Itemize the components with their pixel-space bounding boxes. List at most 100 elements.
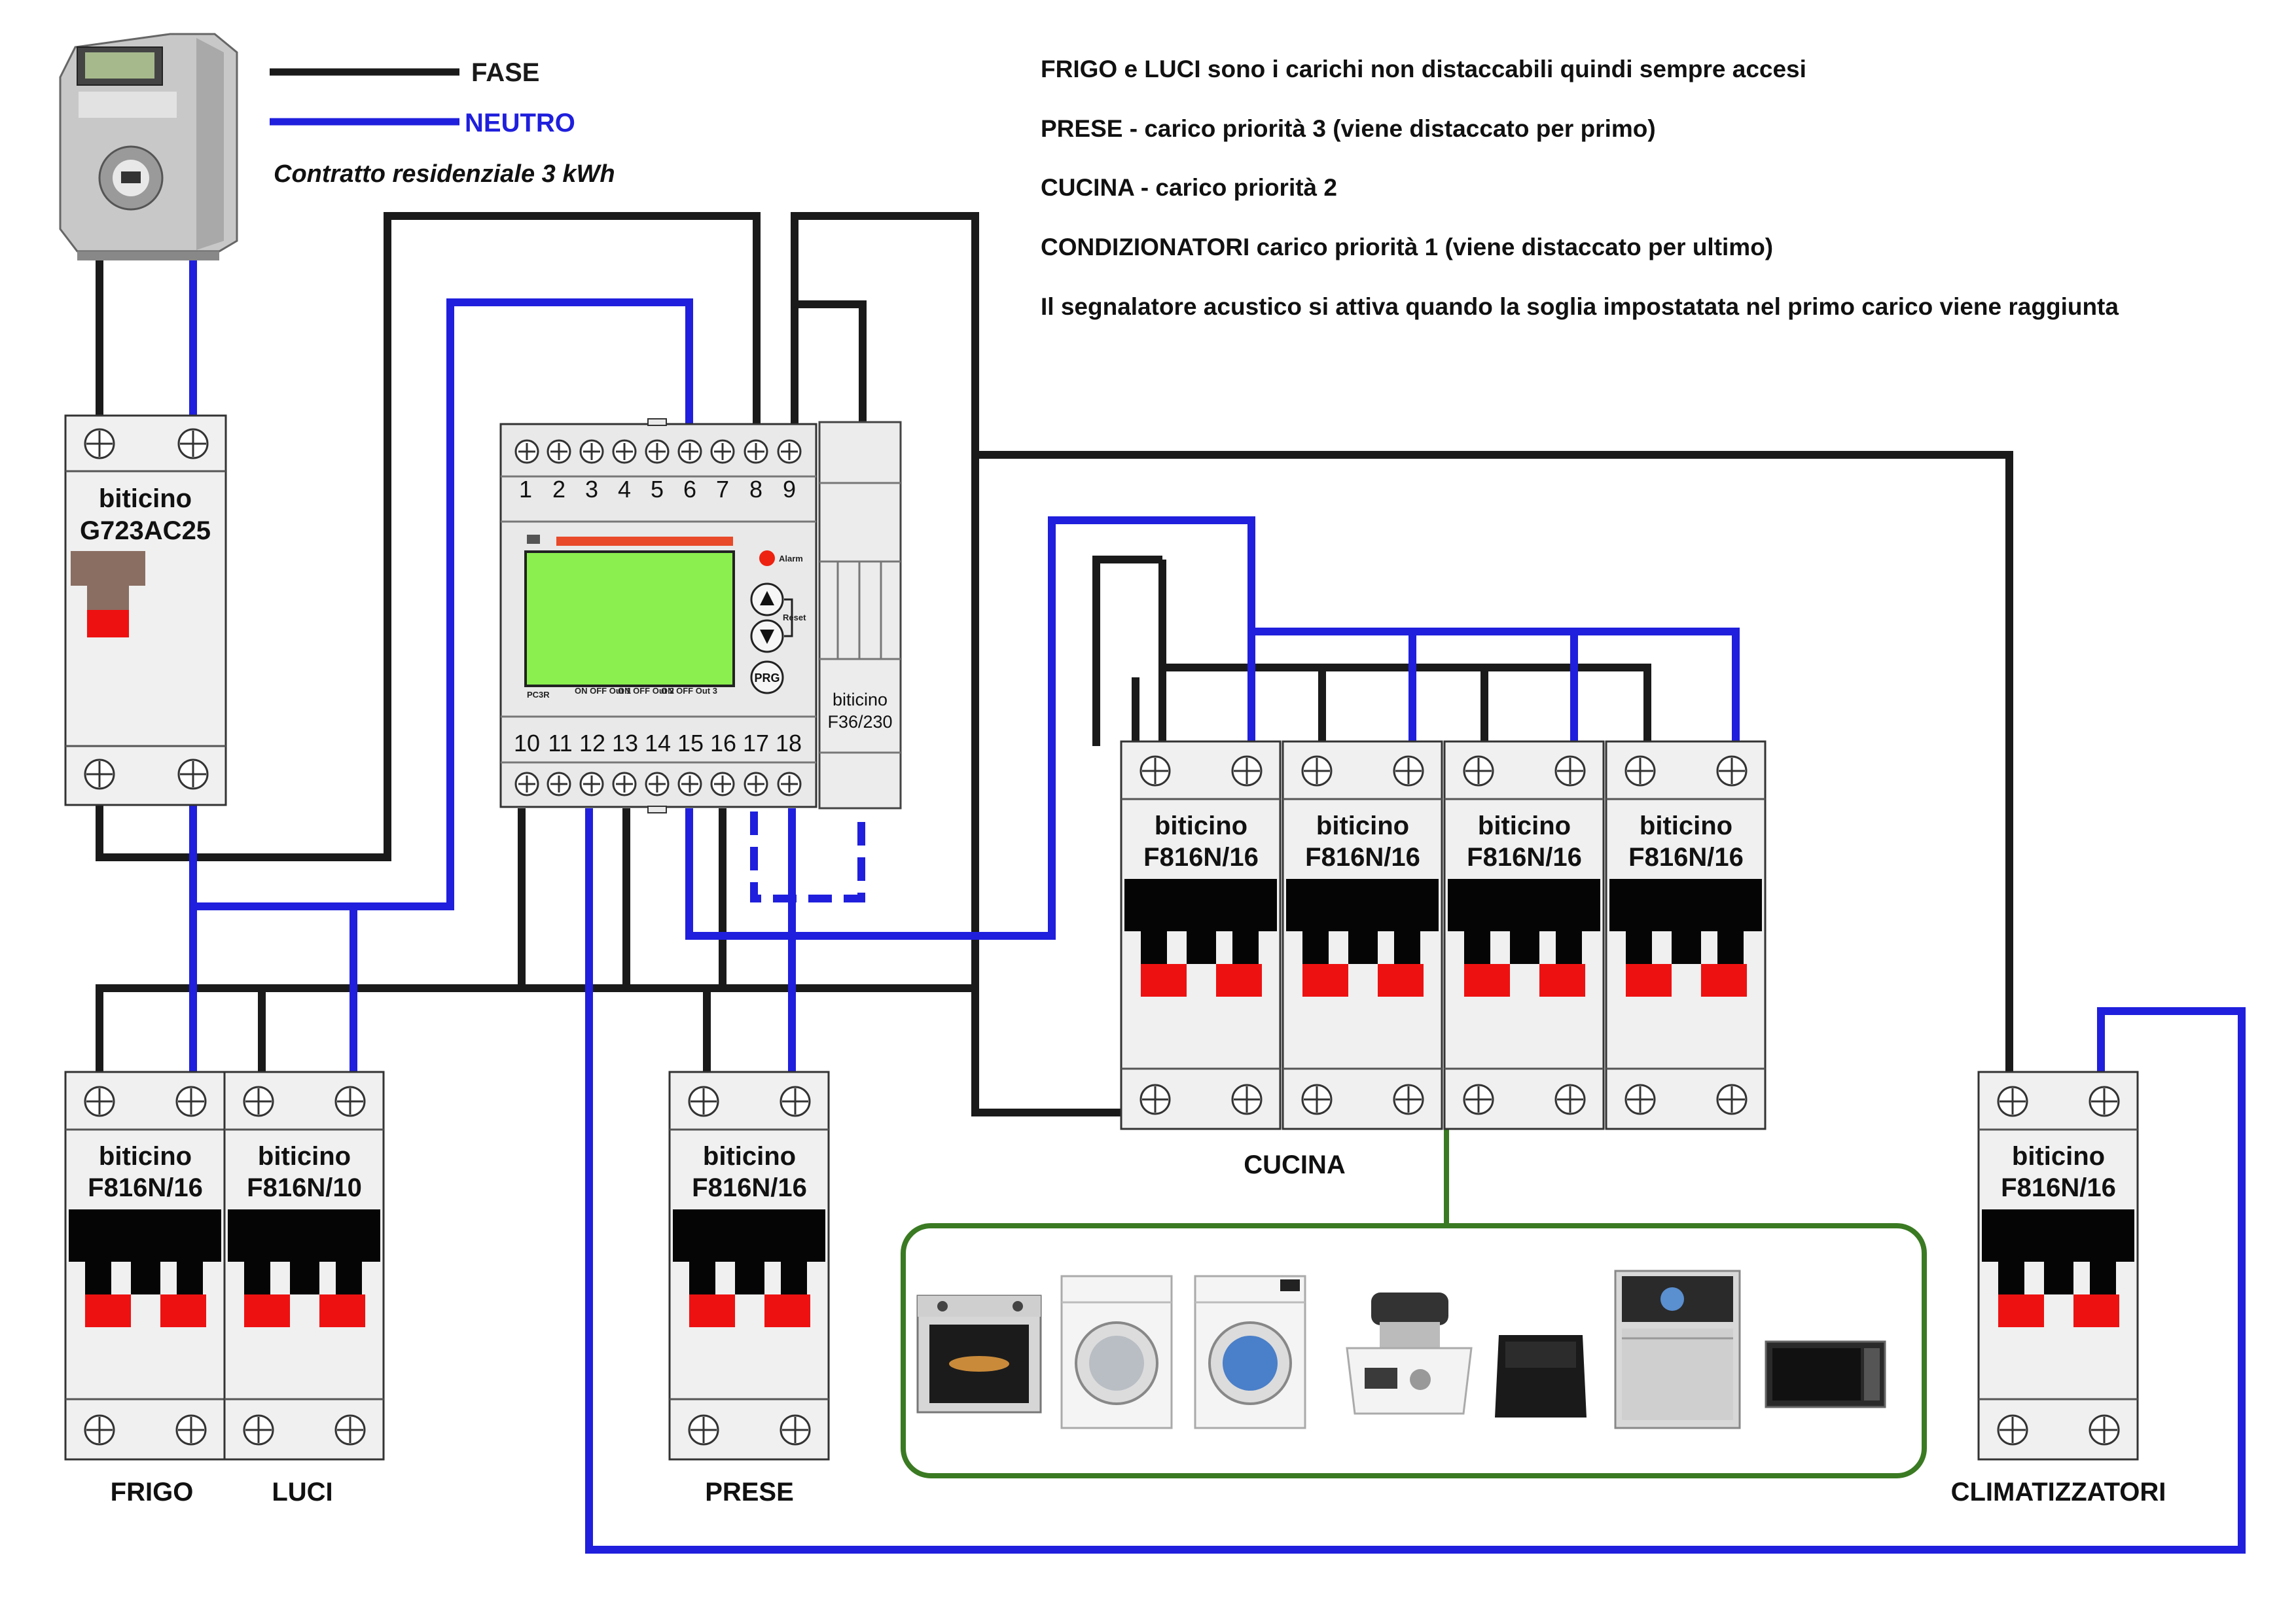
screw-terminal-icon <box>677 772 702 796</box>
breaker-cucina-model: F816N/16 <box>1467 843 1582 872</box>
appliance-box <box>901 1223 1927 1478</box>
breaker-clima-model: F816N/16 <box>2001 1173 2116 1202</box>
screw-terminal-icon <box>612 772 637 796</box>
screw-terminal-icon <box>84 428 209 790</box>
screw-terminal-icon <box>777 772 802 796</box>
out-3-label: ON OFF Out 3 <box>661 686 717 696</box>
main-breaker-model: G723AC25 <box>80 516 211 545</box>
dryer-icon <box>1194 1275 1306 1429</box>
prg-label: PRG <box>754 671 780 685</box>
screw-terminal-icon <box>579 772 604 796</box>
alarm-led-icon <box>759 550 775 566</box>
reset-label: Reset <box>783 613 806 622</box>
breaker-frigo: biticino F816N/16 <box>64 1071 226 1461</box>
screw-terminal-icon <box>677 439 702 464</box>
buzzer-module: biticino F36/230 <box>818 421 902 810</box>
terminal-10: 10 <box>514 730 540 757</box>
breaker-frigo-brand: biticino <box>99 1142 192 1171</box>
buzzer-brand: biticino <box>833 690 888 709</box>
terminal-6: 6 <box>683 476 696 503</box>
breaker-cucina-brand: biticino <box>1316 812 1409 840</box>
breaker-cucina-1: biticino F816N/16 <box>1120 740 1282 1130</box>
breaker-prese-model: F816N/16 <box>692 1173 807 1202</box>
terminal-1: 1 <box>519 476 532 503</box>
air-fryer-icon <box>1495 1335 1587 1418</box>
note-3: CUCINA - carico priorità 2 <box>1041 174 1337 201</box>
terminal-2: 2 <box>552 476 565 503</box>
breaker-luci: biticino F816N/10 <box>223 1071 385 1461</box>
label-cucina: CUCINA <box>1244 1150 1346 1179</box>
breaker-clima: biticino F816N/16 <box>1977 1071 2139 1461</box>
terminal-screws-top <box>514 439 802 464</box>
breaker-cucina-brand: biticino <box>1478 812 1571 840</box>
terminal-4: 4 <box>618 476 631 503</box>
legend: FASE NEUTRO Contratto residenziale 3 kWh <box>270 58 615 188</box>
note-4: CONDIZIONATORI carico priorità 1 (viene … <box>1041 234 1773 260</box>
terminal-7: 7 <box>716 476 729 503</box>
legend-neutro-label: NEUTRO <box>465 109 575 137</box>
breaker-cucina-brand: biticino <box>1155 812 1247 840</box>
alarm-label: Alarm <box>779 554 803 563</box>
controller-model: PC3R <box>527 690 550 700</box>
breaker-cucina-model: F816N/16 <box>1305 843 1420 872</box>
breaker-cucina-model: F816N/16 <box>1628 843 1744 872</box>
breaker-prese-brand: biticino <box>703 1142 796 1171</box>
terminal-14: 14 <box>645 730 671 757</box>
legend-fase-label: FASE <box>471 58 539 87</box>
down-arrow-icon[interactable] <box>750 619 784 653</box>
label-frigo: FRIGO <box>111 1478 194 1507</box>
note-5: Il segnalatore acustico si attiva quando… <box>1041 293 2119 320</box>
dishwasher-icon <box>1614 1270 1741 1429</box>
screw-terminal-icon <box>777 439 802 464</box>
terminal-numbers-bottom: 10 11 12 13 14 15 16 17 18 <box>514 730 802 757</box>
terminal-18: 18 <box>776 730 802 757</box>
contract-text: Contratto residenziale 3 kWh <box>274 160 615 188</box>
phase-wires <box>96 212 2013 1116</box>
screw-terminal-icon <box>744 772 768 796</box>
label-prese: PRESE <box>705 1478 794 1507</box>
breaker-clima-brand: biticino <box>2012 1142 2105 1171</box>
main-breaker-brand: biticino <box>99 484 192 513</box>
main-breaker-handle[interactable] <box>71 551 145 610</box>
terminal-13: 13 <box>612 730 638 757</box>
terminal-screws-bottom <box>514 772 802 796</box>
screw-terminal-icon <box>547 439 571 464</box>
screw-terminal-icon <box>612 439 637 464</box>
oven-icon <box>916 1294 1042 1414</box>
out-2-label: ON OFF Out 2 <box>618 686 674 696</box>
breaker-cucina-4: biticino F816N/16 <box>1605 740 1767 1130</box>
branch-breakers: biticino F816N/16 biticino F816N/10 biti… <box>64 740 2139 1461</box>
terminal-9: 9 <box>783 476 796 503</box>
microwave-icon <box>1765 1340 1886 1408</box>
breaker-cucina-model: F816N/16 <box>1143 843 1259 872</box>
main-breaker: biticino G723AC25 <box>64 414 227 806</box>
notes: FRIGO e LUCI sono i carichi non distacca… <box>1041 56 2119 320</box>
note-2: PRESE - carico priorità 3 (viene distacc… <box>1041 115 1656 142</box>
screw-terminal-icon <box>645 772 670 796</box>
label-climatizzatori: CLIMATIZZATORI <box>1951 1478 2166 1507</box>
terminal-11: 11 <box>548 730 572 757</box>
terminal-8: 8 <box>749 476 762 503</box>
screw-terminal-icon <box>547 772 571 796</box>
prg-button[interactable]: PRG <box>750 660 784 694</box>
screw-terminal-icon <box>645 439 670 464</box>
screw-terminal-icon <box>744 439 768 464</box>
load-controller: 1 2 3 4 5 6 7 8 9 10 11 12 13 14 15 16 1… <box>499 418 817 813</box>
up-arrow-icon[interactable] <box>750 582 784 616</box>
screw-terminal-icon <box>514 772 539 796</box>
terminal-16: 16 <box>710 730 736 757</box>
controller-display <box>524 550 735 687</box>
terminal-3: 3 <box>585 476 598 503</box>
breaker-cucina-brand: biticino <box>1640 812 1732 840</box>
breaker-prese: biticino F816N/16 <box>668 1071 830 1461</box>
terminal-15: 15 <box>677 730 704 757</box>
terminal-12: 12 <box>579 730 605 757</box>
breaker-cucina-3: biticino F816N/16 <box>1443 740 1605 1130</box>
controller-top-strip <box>556 537 733 546</box>
terminal-numbers-top: 1 2 3 4 5 6 7 8 9 <box>519 476 796 503</box>
neutral-wires <box>189 254 2246 1554</box>
food-processor-icon <box>1346 1293 1473 1415</box>
label-luci: LUCI <box>272 1478 332 1507</box>
breaker-cucina-2: biticino F816N/16 <box>1282 740 1443 1130</box>
